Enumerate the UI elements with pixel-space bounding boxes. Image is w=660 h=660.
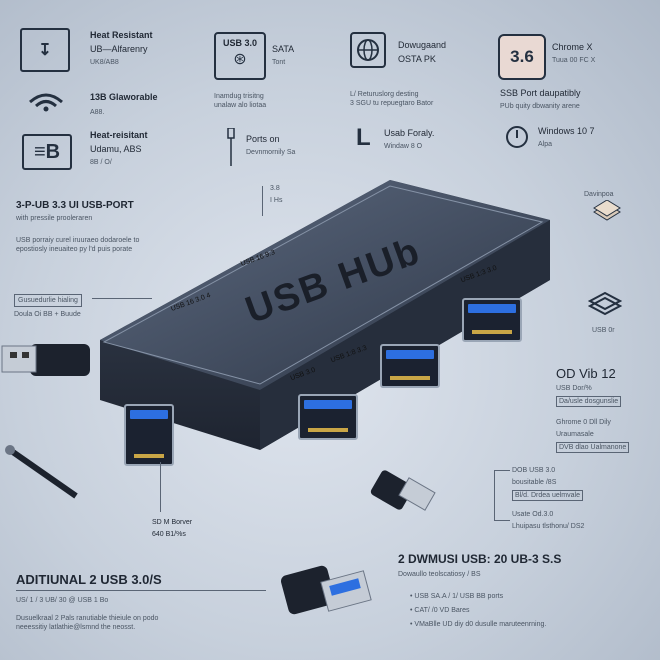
bullet-item-text: CAT/ /0 VD Bares (414, 607, 470, 614)
chrome-sub: Tuua 00 FC X (552, 57, 596, 64)
sata-title: SATA (272, 44, 295, 54)
feature2-title: 13B Glaworable (90, 92, 158, 102)
usb-port (462, 298, 522, 342)
usb-plug-bottom (280, 556, 380, 636)
bottom-left-sub: US/ 1 / 3 UB/ 30 @ USB 1 Bo (16, 597, 109, 604)
ports-on-label: Ports on (246, 134, 280, 144)
usb-port-title: SSB Port daupatibly (500, 88, 581, 98)
sd-title: SD M Borver (152, 519, 193, 526)
usb-port-sub: PUb quity dbwanity arene (500, 103, 580, 110)
bullet-item: • VMaBlle UD diy d0 dusulle maruteenrnin… (410, 621, 547, 628)
bullet-item: • CAT/ /0 VD Bares (410, 607, 470, 614)
feature3-title: Heat-reisitant (90, 130, 148, 140)
bottom-right-sub: Dowaullo teolscatiosy / BS (398, 571, 481, 578)
right-note: L/ Returuslorg desting 3 SGU tu repuegta… (350, 91, 434, 107)
callout-line (160, 462, 161, 512)
left-heading: 3-P-UB 3.3 UI USB-PORT (16, 200, 134, 211)
mini-sub: Doula Oi BB + Buude (14, 311, 81, 318)
callout-line (92, 298, 152, 299)
devices-icon (592, 199, 622, 222)
usate-sub: Lhuipasu tlsthonu/ DS2 (512, 523, 585, 530)
callout-line (494, 470, 510, 471)
devices-label: Davinpoa (584, 191, 614, 198)
windows-title: Windows 10 7 (538, 126, 595, 136)
bullet-item-text: VMaBlle UD diy d0 dusulle maruteenrning. (414, 621, 547, 628)
usab-sub: Windaw 8 O (384, 143, 423, 150)
usb-symbol-icon: ⊛ (233, 51, 247, 68)
bottom-left-desc: Dusuelkraal 2 Pals ranutiable thieiule o… (16, 615, 159, 631)
wifi-icon (26, 88, 66, 112)
feature3-sub: Udamu, ABS (90, 144, 142, 154)
usb-or-label: USB 0r (592, 327, 615, 334)
speed-badge-label: 3.6 (510, 47, 534, 66)
speed-badge: 3.6 (498, 34, 546, 80)
globe-icon (350, 32, 386, 68)
feature2-sub: A88. (90, 109, 105, 116)
b-logo-icon: ≡B (22, 134, 72, 170)
center-note: Inamdug trisitng unalaw alo liotaa (214, 93, 267, 109)
download-title: Dowugaand (398, 40, 447, 50)
usb30-badge-label: USB 3.0 (222, 38, 257, 48)
usb-cable-left (0, 440, 90, 510)
chrome-title: Chrome X (552, 42, 593, 52)
usb-plug-left (0, 330, 96, 390)
ports-on-sub: Devnmornily Sa (246, 149, 296, 156)
usb-port (380, 344, 440, 388)
power-icon (504, 124, 530, 150)
bottom-right-title: 2 DWMUSI USB: 20 UB-3 S.S (398, 552, 562, 566)
usate-title: Usate Od.3.0 (512, 511, 554, 518)
download-sub: OSTA PK (398, 54, 436, 64)
divider (16, 590, 266, 591)
speed-callout-sub: I Hs (270, 197, 283, 204)
usb-port (298, 394, 358, 440)
od-title: OD Vib 12 (556, 366, 616, 381)
feature1-title: Heat Resistant (90, 30, 153, 40)
usab-logo-icon: L (356, 124, 371, 151)
bullet-item-text: USB SA.A / 1/ USB BB ports (414, 593, 504, 600)
callout-line (494, 520, 510, 521)
chrome-callout: Ghrome 0 Dll Dily (556, 419, 611, 426)
sd-sub: 640 B1/%s (152, 531, 186, 538)
usb-hub (100, 180, 550, 450)
usb30-badge: USB 3.0 ⊛ (214, 32, 266, 80)
od-sub: USB Dor/% (556, 385, 592, 392)
windows-sub: Alpa (538, 141, 553, 148)
usb-plug-middle (366, 456, 446, 526)
dob-sub2: Bl/d. Drdea uelmvale (512, 490, 583, 501)
left-desc: USB porraiy curel iruuraeo dodaroele to … (16, 237, 140, 253)
speed-callout: 3.8 (270, 185, 280, 192)
usab-title: Usab Foraly. (384, 128, 435, 138)
sata-sub: Tont (272, 59, 286, 66)
feature1-sub2: UK8/AB8 (90, 59, 119, 66)
callout-line (494, 470, 495, 520)
chrome-callout-sub: Uraumasale (556, 431, 594, 438)
feature3-sub2: 8B / O/ (90, 159, 112, 166)
left-sub: with pressile prooleraren (16, 215, 93, 222)
usb-plug-icon (226, 127, 236, 168)
feature1-sub: UB—Alfarenry (90, 44, 148, 54)
mini-title: Gusuedurlie hialing (14, 294, 82, 307)
usb-port (124, 404, 174, 466)
bullet-item: • USB SA.A / 1/ USB BB ports (410, 593, 504, 600)
dob-title: DOB USB 3.0 (512, 467, 556, 474)
heat-resistant-icon: ↧ (20, 28, 70, 72)
dob-sub: bousitable /8S (512, 479, 557, 486)
bottom-left-title: ADITIUNAL 2 USB 3.0/S (16, 572, 162, 587)
callout-line (262, 186, 263, 216)
chrome-callout-sub2: DVB dlao Ualmanone (556, 442, 630, 453)
od-sub2: Da/usle dosgunslie (556, 396, 622, 407)
layers-icon (587, 290, 623, 318)
